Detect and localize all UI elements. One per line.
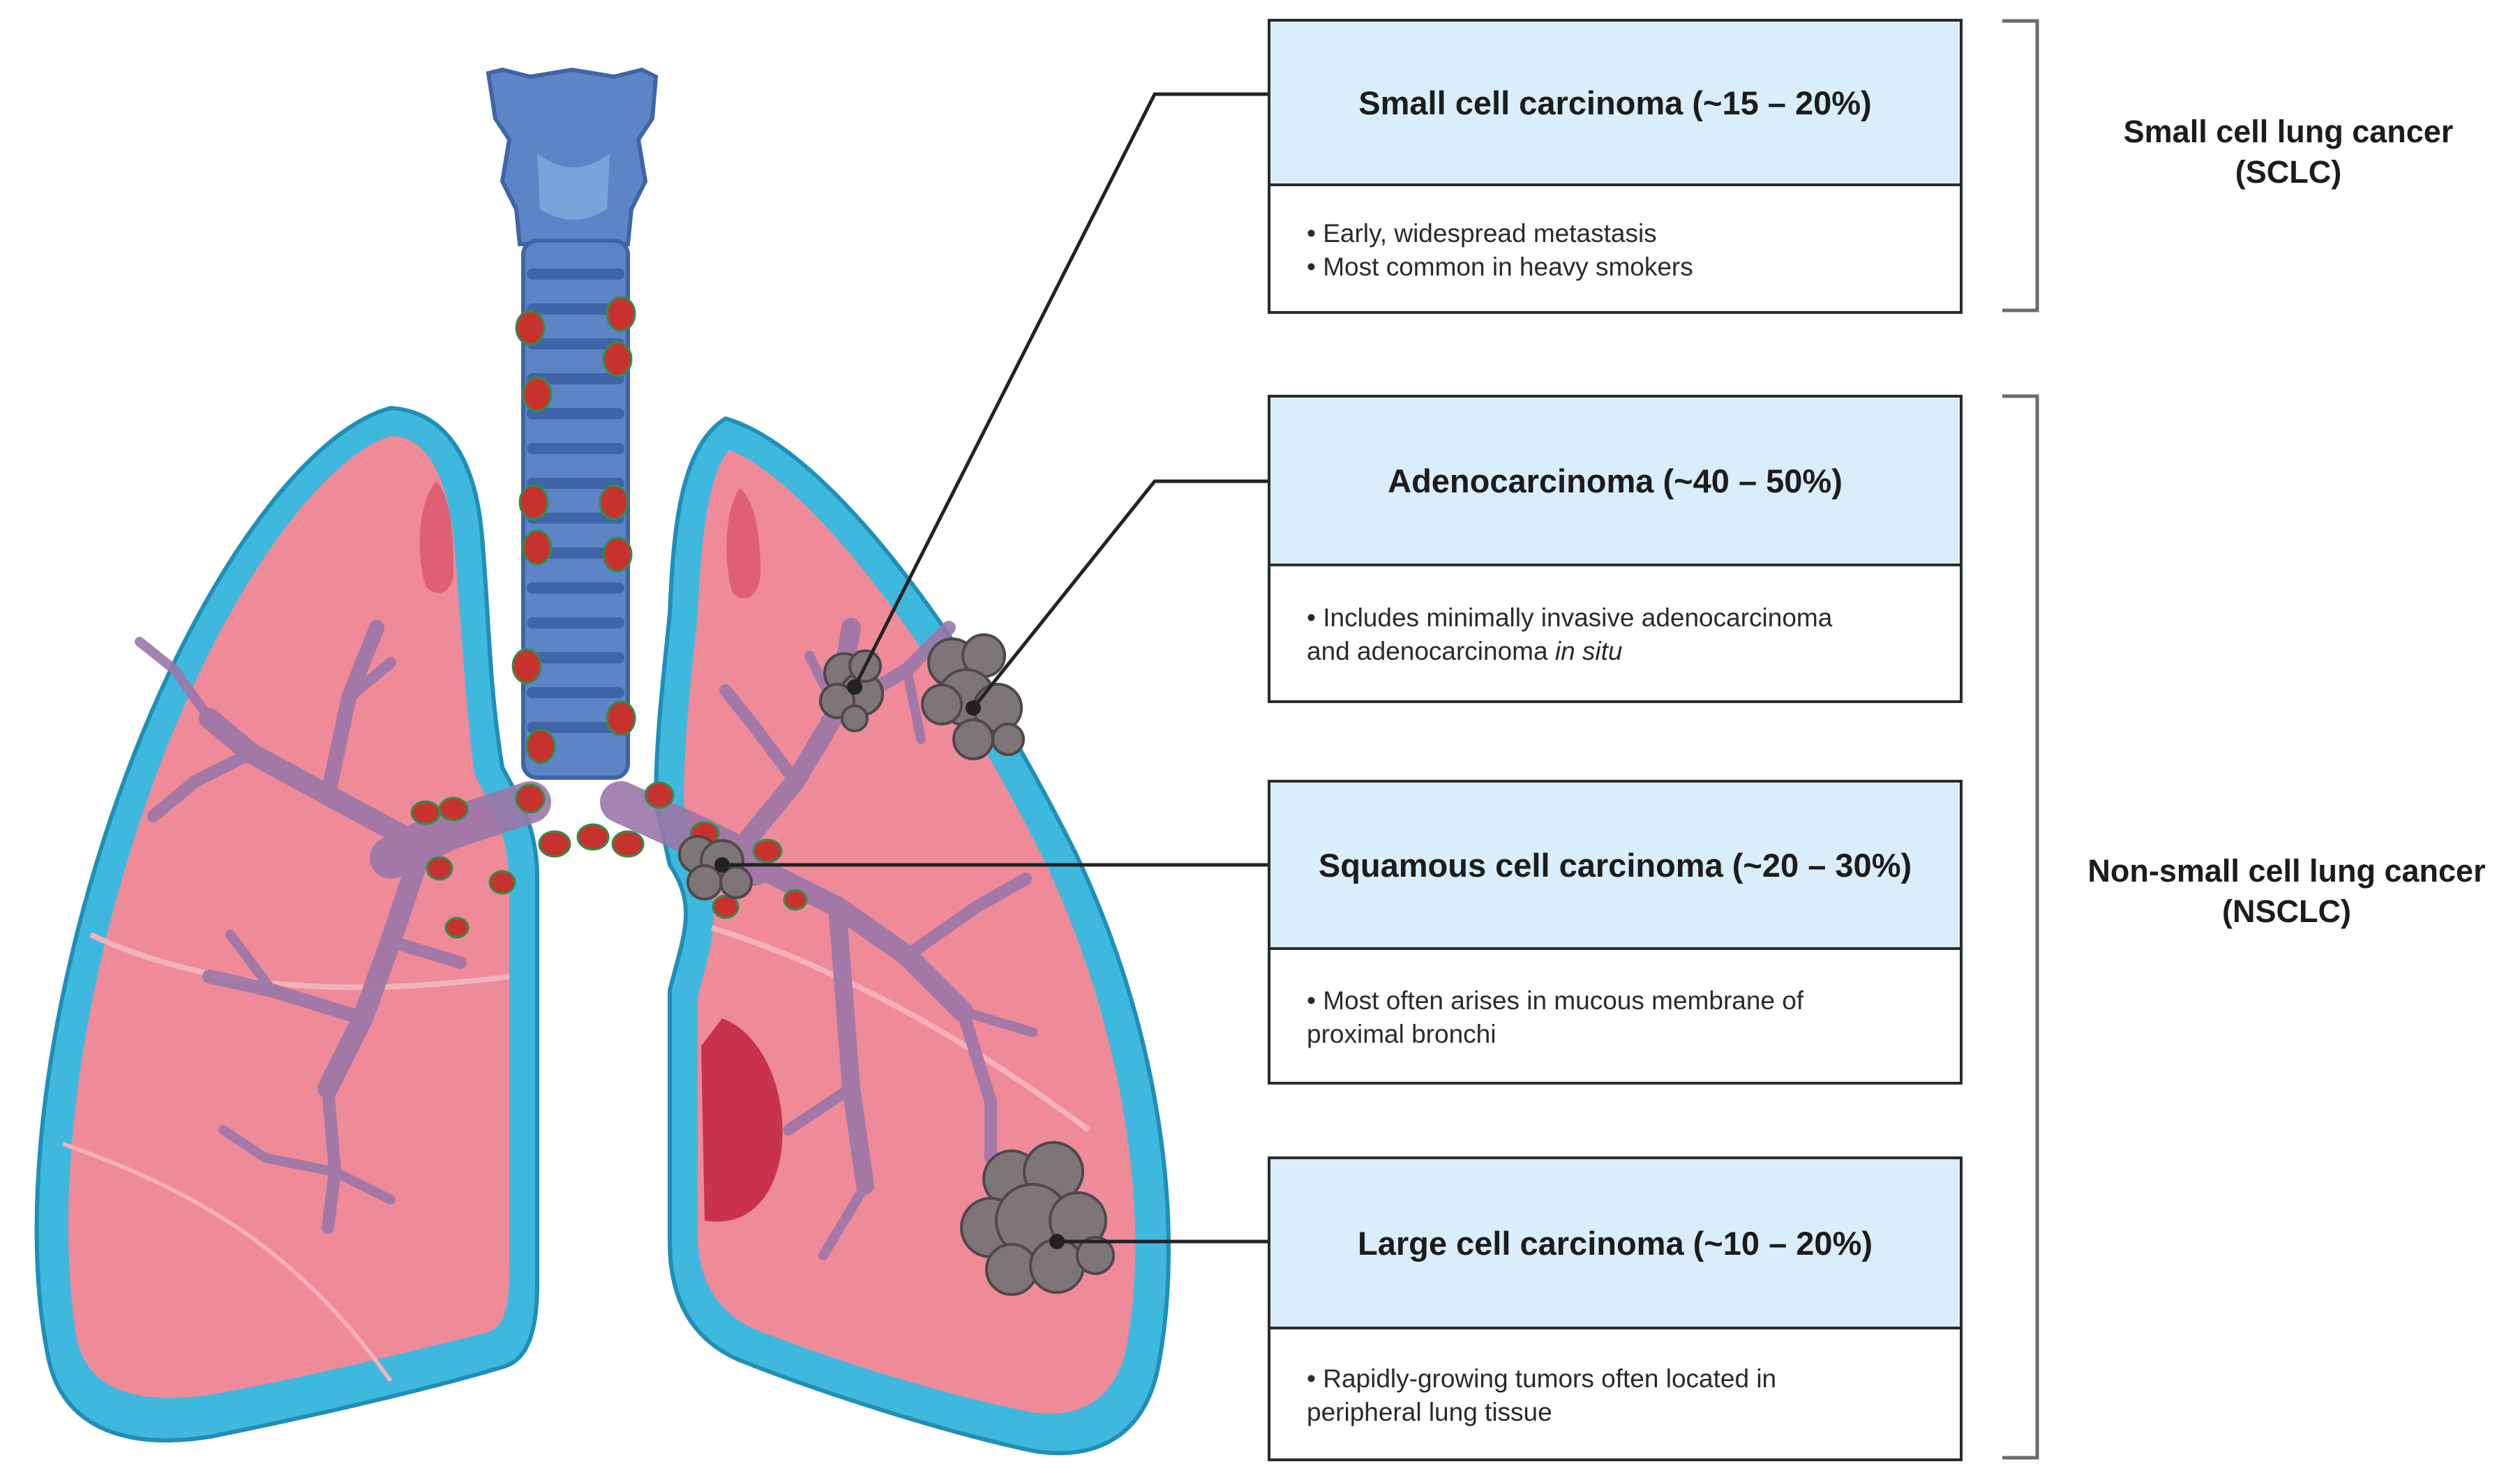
right-bronchial-tree: [135, 620, 551, 1234]
larynx: [486, 67, 659, 246]
small-cell-carcinoma-description: • Early, widespread metastasis • Most co…: [1270, 186, 1960, 314]
left-lung: [600, 416, 1171, 1456]
tracheal-rings: [527, 269, 624, 733]
trachea: [486, 67, 659, 780]
right-lung-body: [68, 436, 510, 1398]
right-lung-fissure: [89, 932, 510, 990]
tumor-large-cell: [960, 1141, 1115, 1296]
leader-lines: [722, 92, 1268, 1244]
sclc-group-label: Small cell lung cancer (SCLC): [2065, 112, 2512, 193]
bullet-text: proximal bronchi: [1307, 1019, 1497, 1048]
adenocarcinoma-heading: Adenocarcinoma (~40 – 50%): [1270, 398, 1960, 566]
large-cell-carcinoma-box: Large cell carcinoma (~10 – 20%) • Rapid…: [1268, 1156, 1963, 1461]
small-cell-carcinoma-box: Small cell carcinoma (~15 – 20%) • Early…: [1268, 19, 1963, 314]
bullet-text: • Includes minimally invasive adenocarci…: [1307, 603, 1833, 632]
squamous-cell-carcinoma-box: Squamous cell carcinoma (~20 – 30%) • Mo…: [1268, 780, 1963, 1085]
squamous-cell-carcinoma-description: • Most often arises in mucous membrane o…: [1270, 950, 1960, 1085]
leader-line-adenocarcinoma: [972, 479, 1268, 709]
bullet-text: • Early, widespread metastasis: [1307, 218, 1657, 248]
tumor-squamous: [678, 835, 753, 900]
bullet-italic-text: in situ: [1554, 637, 1623, 665]
bullet-text: • Rapidly-growing tumors often located i…: [1307, 1364, 1777, 1393]
group-label-line: (NSCLC): [2222, 893, 2351, 929]
right-lung: [34, 405, 551, 1443]
squamous-cell-carcinoma-heading: Squamous cell carcinoma (~20 – 30%): [1270, 783, 1960, 950]
bullet-text: • Most often arises in mucous membrane o…: [1307, 986, 1804, 1015]
tumor-adenocarcinoma: [921, 633, 1025, 760]
nsclc-group-label: Non-small cell lung cancer (NSCLC): [2058, 851, 2515, 932]
group-label-line: (SCLC): [2235, 154, 2342, 190]
thyroid-cartilage: [537, 153, 610, 220]
leader-line-small-cell: [853, 92, 1268, 688]
bullet-text-line: and adenocarcinoma in situ: [1307, 635, 1923, 668]
small-cell-carcinoma-heading: Small cell carcinoma (~15 – 20%): [1270, 22, 1960, 186]
nsclc-bracket: [2002, 394, 2039, 1460]
left-lung-fissure: [710, 925, 1090, 1133]
left-lung-highlight: [726, 488, 760, 599]
bullet-text: peripheral lung tissue: [1307, 1397, 1552, 1426]
large-cell-carcinoma-heading: Large cell carcinoma (~10 – 20%): [1270, 1159, 1960, 1329]
group-label-line: Non-small cell lung cancer: [2087, 853, 2486, 889]
sclc-bracket: [2002, 19, 2039, 312]
large-cell-carcinoma-description: • Rapidly-growing tumors often located i…: [1270, 1329, 1960, 1461]
group-label-line: Small cell lung cancer: [2123, 114, 2454, 149]
bullet-text: and adenocarcinoma: [1307, 637, 1548, 665]
cardiac-notch: [701, 1018, 783, 1222]
right-lung-highlight: [419, 481, 453, 594]
right-lung-fissure-lower: [62, 1142, 393, 1382]
leader-dots: [714, 679, 1065, 1249]
bullet-text: • Most common in heavy smokers: [1307, 252, 1693, 281]
adenocarcinoma-box: Adenocarcinoma (~40 – 50%) • Includes mi…: [1268, 395, 1963, 703]
adenocarcinoma-description: • Includes minimally invasive adenocarci…: [1270, 566, 1960, 703]
